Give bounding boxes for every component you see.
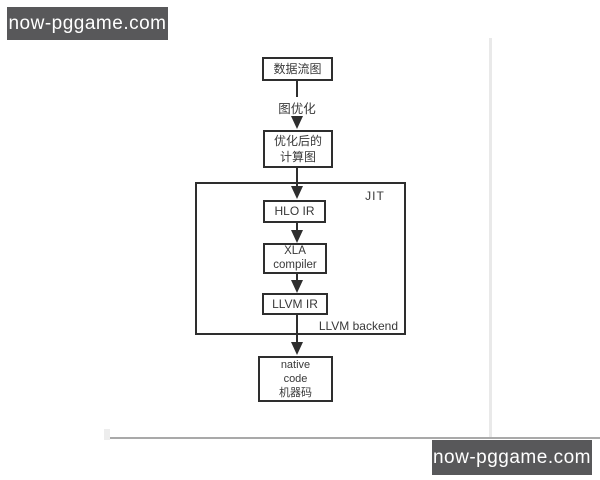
arrow-2-line <box>296 168 298 186</box>
node-dataflow-graph-text: 数据流图 <box>273 61 322 76</box>
node-optimized-graph-line1: 优化后的 <box>273 134 322 148</box>
node-native-code-line3: 机器码 <box>279 387 312 399</box>
arrow-down-icon <box>291 280 303 293</box>
watermark-bottom-right: now-pggame.com <box>432 440 592 475</box>
node-optimized-graph: 优化后的 计算图 <box>263 130 333 168</box>
node-xla-compiler-line2: compiler <box>273 258 317 271</box>
arrow-down-icon <box>291 230 303 243</box>
arrow-5-line <box>296 315 298 342</box>
jit-group-label: JIT <box>365 189 385 203</box>
edge-label-graph-optimization: 图优化 <box>278 102 316 116</box>
node-xla-compiler-line1: XLA <box>284 245 306 257</box>
arrow-1-line <box>296 80 298 97</box>
watermark-top-left: now-pggame.com <box>7 7 168 40</box>
node-hlo-ir-text: HLO IR <box>274 204 315 218</box>
jit-group-box <box>195 182 406 335</box>
arrow-4-line <box>296 274 298 282</box>
node-dataflow-graph: 数据流图 <box>262 57 333 81</box>
content-column-divider <box>489 38 492 437</box>
content-bottom-border <box>110 437 600 439</box>
node-llvm-ir-text: LLVM IR <box>272 296 318 311</box>
arrow-down-icon <box>291 186 303 199</box>
arrow-down-icon <box>291 342 303 355</box>
scrollbar-corner <box>104 429 110 440</box>
arrow-down-icon <box>291 116 303 129</box>
node-llvm-ir: LLVM IR <box>262 293 328 315</box>
node-optimized-graph-line2: 计算图 <box>279 150 316 164</box>
node-xla-compiler: XLA compiler <box>263 243 327 274</box>
node-native-code-line1: native <box>280 359 311 371</box>
llvm-backend-label: LLVM backend <box>318 319 398 333</box>
node-native-code: native code 机器码 <box>258 356 333 402</box>
node-hlo-ir: HLO IR <box>263 200 326 223</box>
node-native-code-line2: code <box>283 373 308 385</box>
arrow-3-line <box>296 223 298 232</box>
